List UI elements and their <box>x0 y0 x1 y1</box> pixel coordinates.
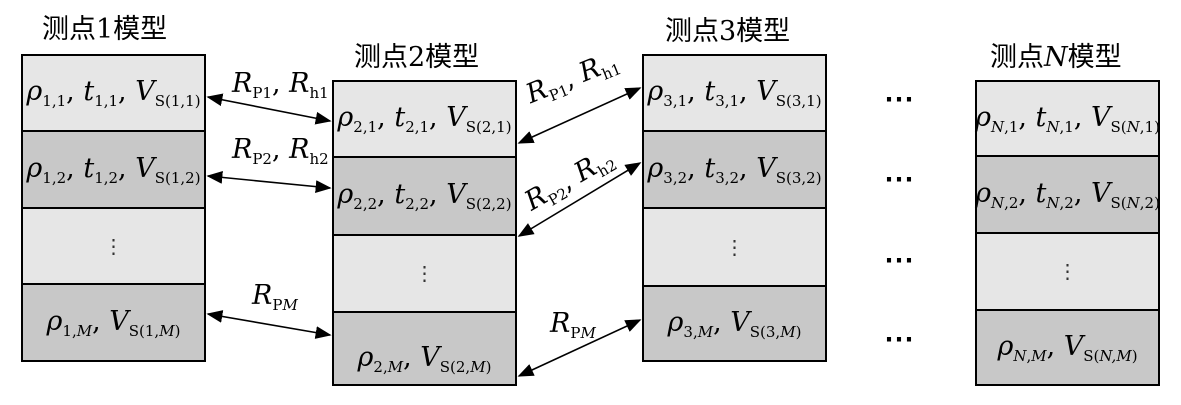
link-label-1-2-rowm: RPM <box>252 280 298 314</box>
arrow-1-2-row1 <box>206 93 332 125</box>
column-n-box: ρN,1, tN,1, VS(N,1) ρN,2, tN,2, VS(N,2) … <box>975 80 1160 386</box>
column-title-1: 测点1模型 <box>42 14 168 45</box>
cell-2-m: ρ2,M, VS(2,M) <box>334 313 515 384</box>
arrow-2-3-row1 <box>517 87 642 144</box>
column-3-box: ρ3,1, t3,1, VS(3,1) ρ3,2, t3,2, VS(3,2) … <box>642 54 827 362</box>
cell-1-m: ρ1,M, VS(1,M) <box>23 285 204 360</box>
cell-2-ellipsis: ⋮ <box>334 236 515 313</box>
ellipsis-row-3: ⋯ <box>884 243 916 278</box>
column-title-2: 测点2模型 <box>354 42 480 73</box>
cell-n-1: ρN,1, tN,1, VS(N,1) <box>975 82 1160 157</box>
cell-1-1: ρ1,1, t1,1, VS(1,1) <box>23 56 204 132</box>
arrow-1-2-row2 <box>206 171 332 193</box>
cell-3-2: ρ3,2, t3,2, VS(3,2) <box>644 132 825 209</box>
ellipsis-row-2: ⋯ <box>884 162 916 197</box>
link-label-1-2-row1: RP1, Rh1 <box>232 68 329 102</box>
ellipsis-row-4: ⋯ <box>884 322 916 357</box>
column-title-3: 测点3模型 <box>665 16 791 47</box>
cell-3-ellipsis: ⋮ <box>644 209 825 287</box>
column-title-n: 测点N模型 <box>990 42 1122 73</box>
cell-n-ellipsis: ⋮ <box>977 234 1158 311</box>
arrow-2-3-rowm <box>517 319 642 377</box>
cell-3-m: ρ3,M, VS(3,M) <box>644 287 825 360</box>
cell-2-1: ρ2,1, t2,1, VS(2,1) <box>334 82 515 158</box>
ellipsis-row-1: ⋯ <box>884 82 916 117</box>
cell-2-2: ρ2,2, t2,2, VS(2,2) <box>334 158 515 236</box>
cell-n-2: ρN,2, tN,2, VS(N,2) <box>975 157 1160 234</box>
link-label-1-2-row2: RP2, Rh2 <box>232 134 329 168</box>
column-2-box: ρ2,1, t2,1, VS(2,1) ρ2,2, t2,2, VS(2,2) … <box>332 80 517 386</box>
cell-3-1: ρ3,1, t3,1, VS(3,1) <box>644 56 825 132</box>
cell-n-m: ρN,M, VS(N,M) <box>977 311 1158 384</box>
arrow-2-3-row2 <box>517 162 642 237</box>
arrow-1-2-rowm <box>206 310 332 339</box>
cell-1-ellipsis: ⋮ <box>23 209 204 285</box>
cell-1-2: ρ1,2, t1,2, VS(1,2) <box>23 132 204 209</box>
link-label-2-3-rowm: RPM <box>550 308 596 342</box>
column-1-box: ρ1,1, t1,1, VS(1,1) ρ1,2, t1,2, VS(1,2) … <box>21 54 206 362</box>
